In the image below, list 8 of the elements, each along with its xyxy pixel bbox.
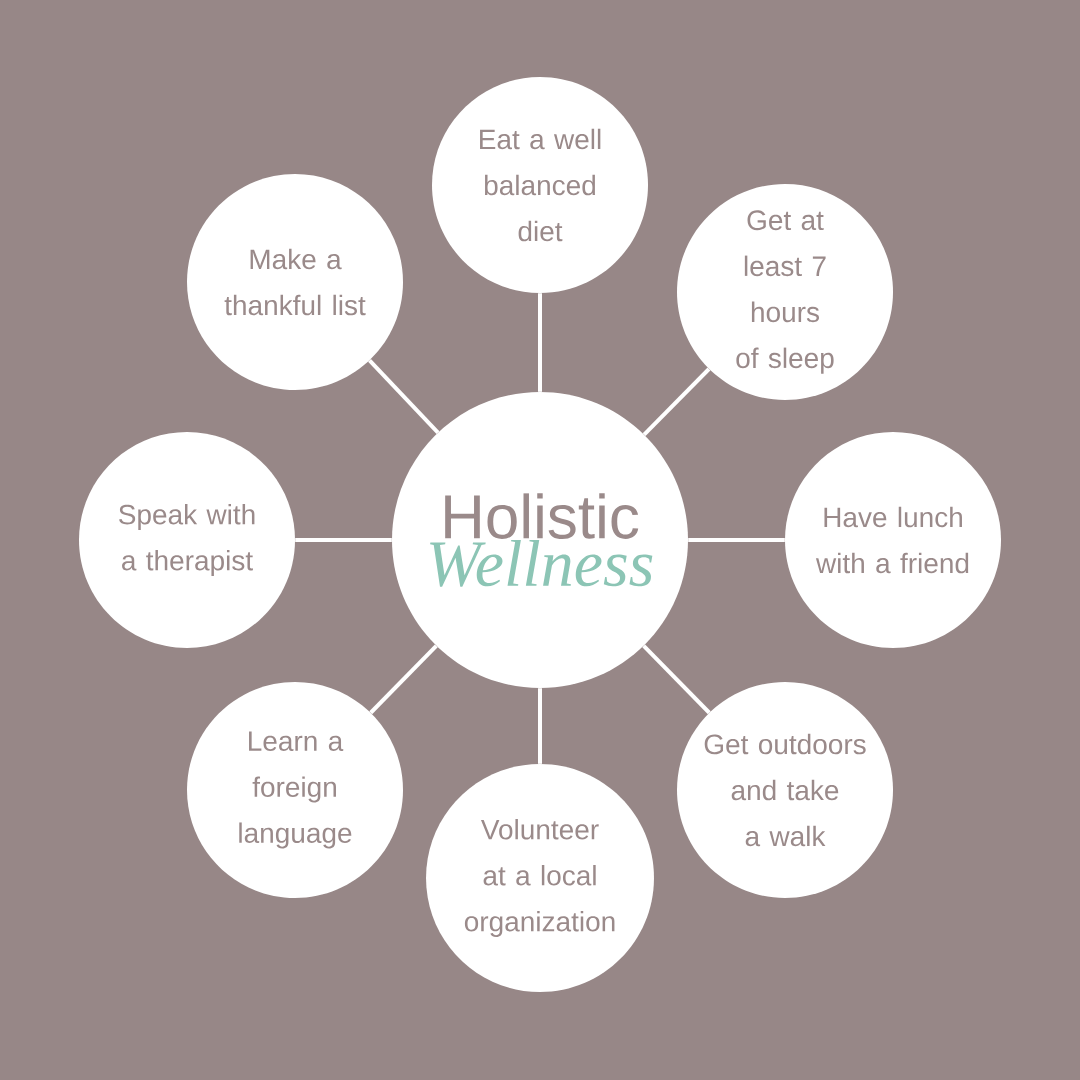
connector-line (538, 688, 542, 764)
connector-line (538, 293, 542, 392)
connector-line (642, 367, 711, 436)
connector-line (369, 644, 438, 715)
connector-line (688, 538, 785, 542)
connector-line (295, 538, 392, 542)
connector-line (368, 359, 440, 434)
connector-line (642, 644, 711, 715)
